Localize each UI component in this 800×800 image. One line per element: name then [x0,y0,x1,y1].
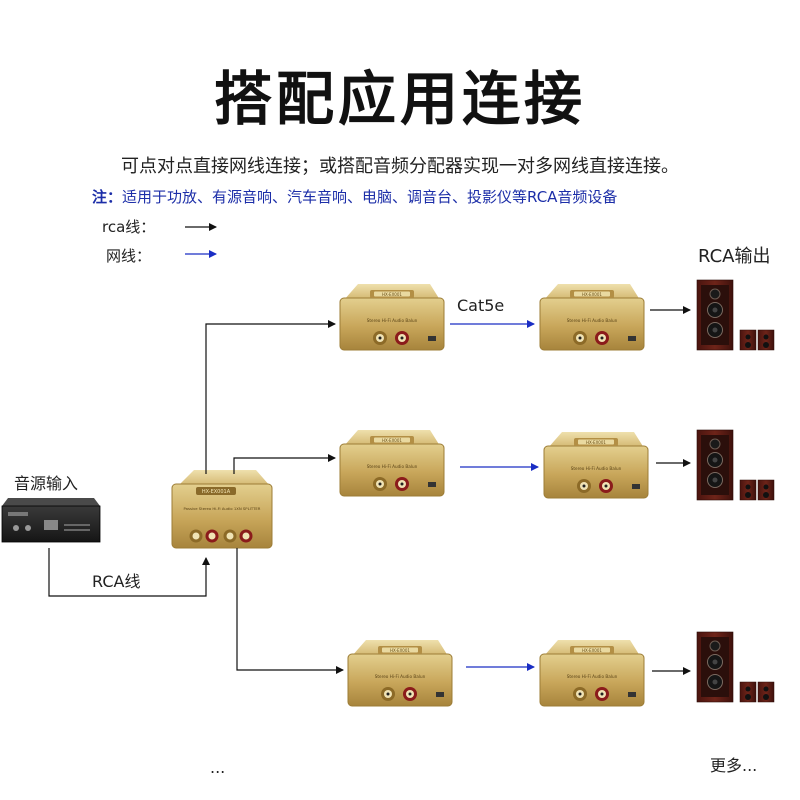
note-label: 注： [92,188,123,206]
rca-cable-source-to-splitter [48,548,210,597]
receiver-1 [539,283,645,351]
subtitle: 可点对点直接网线连接；或搭配音频分配器实现一对多网线直接连接。 [121,156,679,177]
receiver-2 [543,431,649,499]
rca-cable-to-transmitter-1 [205,320,336,474]
transmitter-2 [339,429,445,497]
page-title: 搭配应用连接 [213,65,586,133]
audio-splitter: HX-EX001A Passive Stereo Hi-Fi Audio 1XN… [171,470,273,549]
more-label: 更多... [710,756,758,775]
cat5e-label: Cat5e [457,296,505,315]
svg-text:HX-EX001A: HX-EX001A [202,489,231,495]
transmitter-3 [347,639,453,707]
audio-source-label: 音源输入 [14,474,79,493]
svg-text:Passive Stereo Hi-Fi Audio 1XN: Passive Stereo Hi-Fi Audio 1XN SPLITTER [184,506,261,511]
audio-source-amplifier [1,498,101,543]
ellipsis-label: ... [210,758,226,777]
note: 注：适用于功放、有源音响、汽车音响、电脑、调音台、投影仪等RCA音频设备 [92,186,617,207]
legend-network-label: 网线： [106,247,152,265]
note-text: 适用于功放、有源音响、汽车音响、电脑、调音台、投影仪等RCA音频设备 [122,188,618,206]
rca-cable-label: RCA线 [92,572,141,591]
speakers-3 [696,631,775,703]
receiver-3 [539,639,645,707]
speakers-1 [696,279,775,351]
legend-rca-label: rca线： [102,218,156,236]
rca-output-label: RCA输出 [698,246,771,267]
rca-cable-to-transmitter-3 [236,548,344,674]
rca-cable-to-transmitter-2 [233,454,336,474]
speakers-2 [696,429,775,501]
transmitter-1 [339,283,445,351]
